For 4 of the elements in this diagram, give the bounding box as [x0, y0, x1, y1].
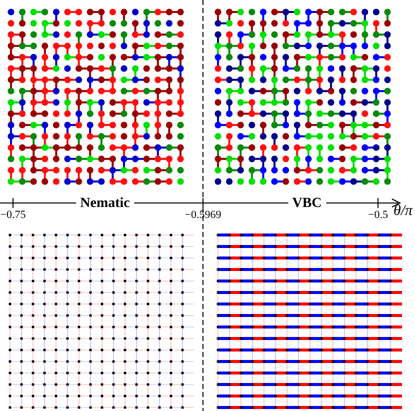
tick-label: −0.5969	[184, 210, 222, 221]
tick-label: −0.5	[368, 210, 388, 221]
tick-label: −0.75	[0, 210, 26, 221]
axis-label: θ/π	[393, 204, 413, 219]
